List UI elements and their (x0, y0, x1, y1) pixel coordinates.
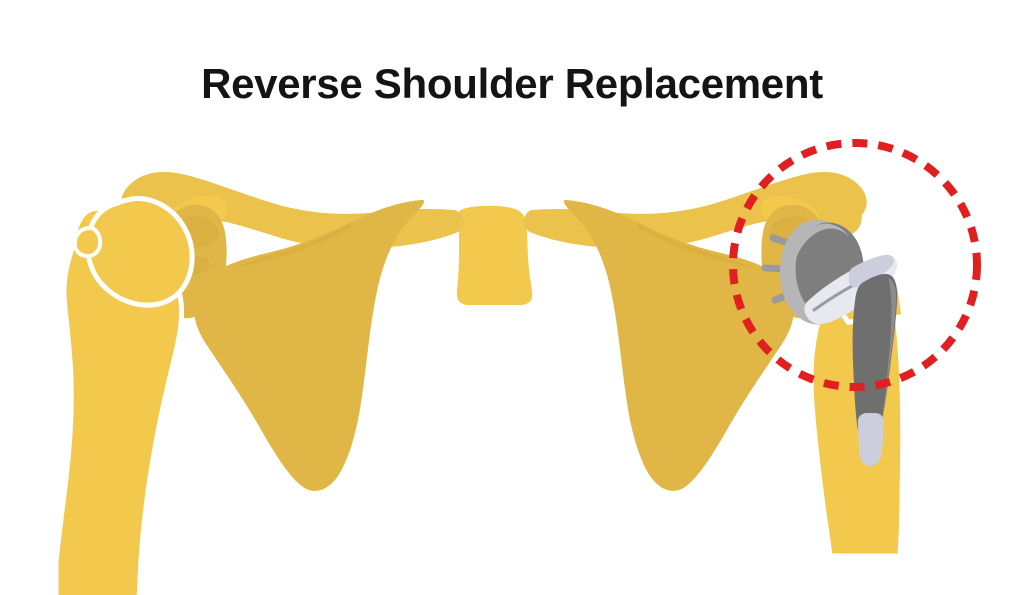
left-scapula (194, 199, 425, 491)
sternum-group (456, 205, 533, 305)
left-greater-tuberosity (72, 225, 103, 259)
left-humeral-head (85, 196, 195, 308)
right-scapula-spine-shadow (637, 222, 755, 269)
glenosphere-highlight (796, 223, 849, 258)
humeral-stem-highlight (880, 278, 897, 428)
right-shoulder-group (524, 172, 907, 559)
stem-tip (857, 413, 884, 466)
page-title: Reverse Shoulder Replacement (201, 60, 823, 107)
left-scapula-spine-shadow (233, 222, 351, 269)
highlight-circle (729, 139, 981, 391)
sternum (456, 205, 533, 305)
humeral-stem (852, 273, 898, 442)
left-shoulder-group (53, 172, 464, 595)
humeral-cup-upper-facet (848, 254, 895, 288)
